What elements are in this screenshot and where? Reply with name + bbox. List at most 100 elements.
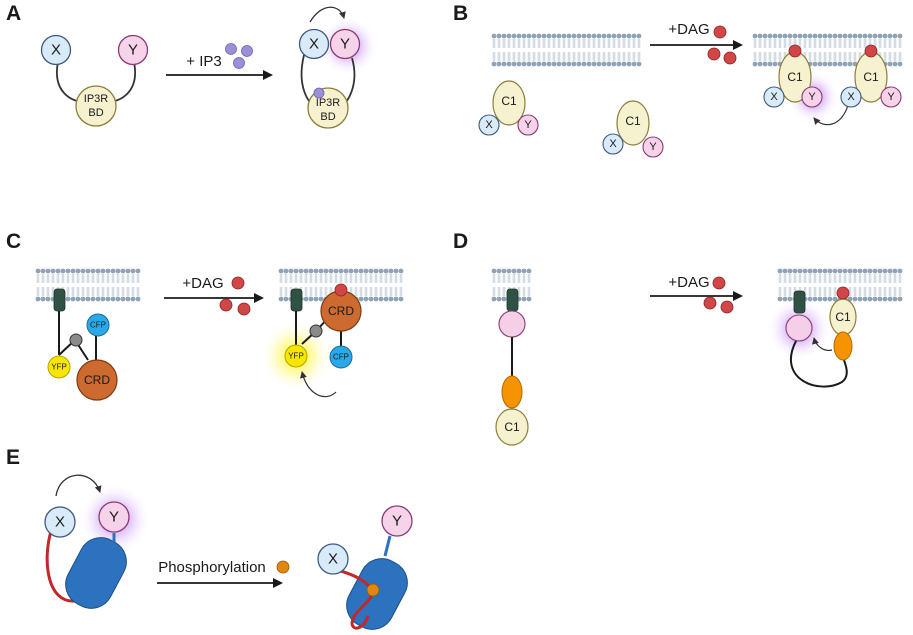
- c1-label: C1: [787, 70, 803, 84]
- y-domain: [517, 114, 539, 136]
- panel-d: C1 +DAG C1: [495, 274, 857, 446]
- ip3-molecule: [313, 87, 325, 99]
- x-label: X: [309, 36, 319, 53]
- y-label: Y: [524, 119, 532, 131]
- panel-letter-a: A: [6, 2, 21, 25]
- dag-molecule: [231, 276, 245, 290]
- panel-letter-c: C: [6, 230, 21, 253]
- dag-molecule: [720, 300, 734, 314]
- y-domain: [642, 136, 664, 158]
- c1-label: C1: [504, 420, 520, 434]
- yfp-domain: [47, 355, 71, 379]
- y-domain: [381, 505, 413, 537]
- pink-domain: [785, 314, 813, 342]
- y-label: Y: [392, 513, 402, 530]
- x-label: X: [55, 514, 65, 531]
- c1-label: C1: [863, 70, 879, 84]
- c1-domain: [616, 100, 650, 146]
- phosphate-molecule: [366, 583, 380, 597]
- arrow-label-dag: +DAG: [182, 275, 223, 292]
- yfp-label: YFP: [51, 363, 67, 372]
- c1-label: C1: [835, 310, 851, 324]
- y-label: Y: [649, 141, 657, 153]
- x-domain: [478, 114, 500, 136]
- dag-molecule: [707, 47, 721, 61]
- x-domain: [840, 86, 862, 108]
- curved-arrow-icon: [812, 337, 833, 351]
- linker: [789, 340, 848, 388]
- cfp-domain: [329, 345, 353, 369]
- y-label: Y: [109, 509, 119, 526]
- red-linker: [336, 568, 374, 630]
- x-label: X: [328, 551, 338, 568]
- ip3-molecule: [233, 57, 245, 69]
- arrow-label-ip3: + IP3: [186, 53, 221, 70]
- c1-domain: [495, 408, 529, 446]
- dag-molecule: [836, 286, 850, 300]
- x-domain: [298, 28, 330, 60]
- lipid-bilayer: [491, 33, 642, 67]
- membrane-anchor: [53, 288, 66, 312]
- arrow-label-phosphorylation: Phosphorylation: [158, 559, 266, 576]
- yfp-label: YFP: [288, 352, 304, 361]
- ip3r-binding-domain: [75, 85, 117, 127]
- panel-letter-b: B: [453, 2, 468, 25]
- x-label: X: [847, 91, 855, 103]
- cfp-label: CFP: [333, 353, 349, 362]
- linker-joint: [309, 324, 323, 338]
- dag-molecule: [237, 302, 251, 316]
- arrow-label-dag: +DAG: [668, 21, 709, 38]
- x-domain: [317, 543, 349, 575]
- ip3-molecule: [225, 43, 237, 55]
- panel-a: X Y IP3R BD + IP3 X Y IP3R BD: [40, 6, 378, 129]
- y-domain: [98, 501, 130, 533]
- bd-label: BD: [320, 111, 335, 123]
- phosphate-molecule: [276, 560, 290, 574]
- y-label: Y: [128, 42, 138, 59]
- crd-domain: [76, 359, 118, 401]
- yfp-domain: [284, 344, 308, 368]
- dag-molecule: [723, 51, 737, 65]
- membrane-anchor: [506, 288, 519, 312]
- curved-arrow-icon: [300, 371, 337, 398]
- dag-molecule: [788, 44, 802, 58]
- panel-letter-d: D: [453, 230, 468, 253]
- y-label: Y: [887, 91, 895, 103]
- x-domain: [602, 133, 624, 155]
- lipid-bilayer: [35, 268, 141, 302]
- dag-molecule: [334, 283, 348, 297]
- y-label: Y: [340, 36, 350, 53]
- dag-molecule: [713, 25, 727, 39]
- y-domain: [329, 28, 361, 60]
- c1-label: C1: [501, 94, 517, 108]
- panel-e: X Y Phosphorylation X Y: [44, 474, 413, 630]
- membrane-anchor: [793, 290, 806, 314]
- panel-c: CFP YFP CRD +DAG CRD YFP CFP: [47, 275, 362, 401]
- dag-molecule: [864, 44, 878, 58]
- blue-linker: [383, 535, 392, 557]
- x-domain: [40, 34, 72, 66]
- x-label: X: [609, 138, 617, 150]
- y-domain: [117, 34, 149, 66]
- ip3r-label: IP3R: [316, 97, 341, 109]
- x-domain: [763, 86, 785, 108]
- curved-arrow-icon: [813, 104, 849, 126]
- bd-label: BD: [88, 107, 103, 119]
- ip3r-label: IP3R: [84, 93, 109, 105]
- x-label: X: [770, 91, 778, 103]
- x-label: X: [485, 119, 493, 131]
- cfp-domain: [86, 313, 110, 337]
- crd-label: CRD: [84, 373, 110, 387]
- membranes: [35, 33, 903, 302]
- y-domain: [880, 86, 902, 108]
- orange-domain: [833, 331, 853, 361]
- y-domain: [801, 86, 823, 108]
- curved-arrow-icon: [55, 474, 102, 497]
- linker-joint: [69, 333, 83, 347]
- pink-domain: [498, 310, 526, 338]
- x-label: X: [51, 42, 61, 59]
- dag-molecule: [703, 296, 717, 310]
- c1-domain: [492, 80, 526, 126]
- crd-label: CRD: [328, 304, 354, 318]
